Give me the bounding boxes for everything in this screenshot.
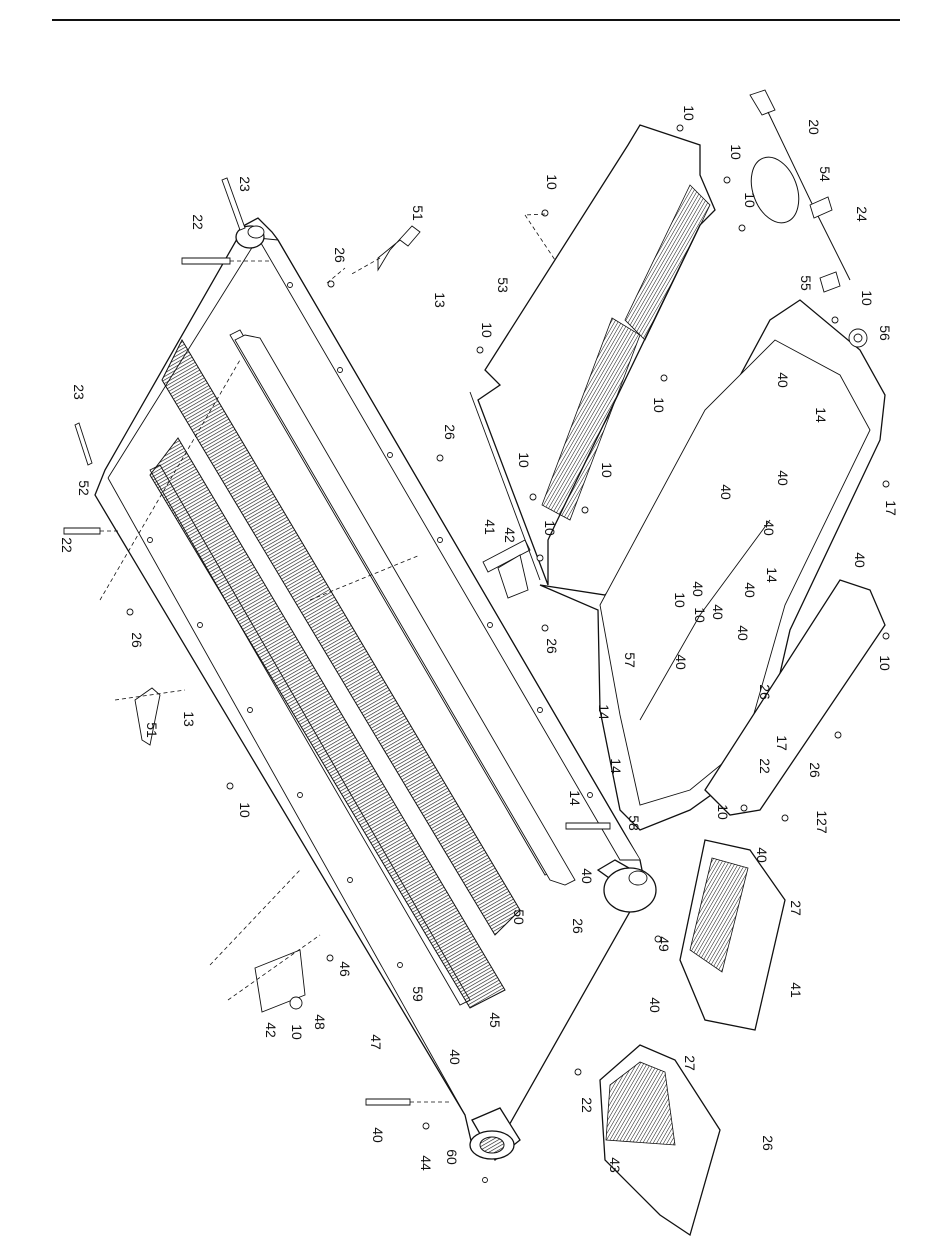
power-cord [743, 90, 850, 280]
callout-label: 10 [479, 322, 495, 338]
callout-label: 53 [495, 277, 511, 293]
callout-label: 57 [622, 652, 638, 668]
callout-label: 27 [788, 900, 804, 916]
callout-label: 52 [76, 480, 92, 496]
callout-label: 56 [877, 325, 893, 341]
callout-label: 40 [775, 470, 791, 486]
callout-label: 10 [692, 607, 708, 623]
callout-label: 10 [672, 592, 688, 608]
callout-label: 10 [681, 105, 697, 121]
callout-label: 26 [807, 762, 823, 778]
callout-label: 60 [444, 1149, 460, 1165]
callout-label: 10 [715, 804, 731, 820]
callout-label: 10 [237, 802, 253, 818]
callout-label: 14 [764, 567, 780, 583]
callout-label: 40 [742, 582, 758, 598]
callout-label: 17 [883, 500, 899, 516]
callout-label: 13 [432, 292, 448, 308]
callout-label: 22 [190, 214, 206, 230]
callout-label: 10 [516, 452, 532, 468]
callout-label: 27 [682, 1055, 698, 1071]
callout-label: 14 [813, 407, 829, 423]
callout-label: 43 [607, 1157, 623, 1173]
callout-label: 47 [368, 1034, 384, 1050]
callout-label: 40 [718, 484, 734, 500]
end-cap-right [680, 840, 785, 1030]
callout-label: 22 [579, 1097, 595, 1113]
callout-label: 40 [579, 868, 595, 884]
callout-label: 50 [511, 909, 527, 925]
callout-label: 40 [775, 372, 791, 388]
callout-label: 42 [263, 1022, 279, 1038]
callout-label: 10 [289, 1024, 305, 1040]
callout-label: 40 [761, 520, 777, 536]
callout-label: 10 [544, 174, 560, 190]
callout-label: 127 [814, 810, 830, 834]
callout-label: 13 [181, 711, 197, 727]
callout-label: 10 [651, 397, 667, 413]
callout-label: 59 [410, 986, 426, 1002]
callout-label: 40 [673, 654, 689, 670]
callout-label: 26 [570, 918, 586, 934]
callout-label: 26 [442, 424, 458, 440]
callout-label: 41 [482, 519, 498, 535]
end-cap-left [600, 1045, 720, 1235]
callout-label: 49 [656, 936, 672, 952]
callout-label: 22 [59, 537, 75, 553]
callout-label: 40 [370, 1127, 386, 1143]
callout-label: 41 [788, 982, 804, 998]
callout-label: 14 [596, 704, 612, 720]
callout-label: 54 [817, 166, 833, 182]
callout-label: 55 [798, 275, 814, 291]
callout-label: 40 [754, 847, 770, 863]
callout-label: 14 [608, 758, 624, 774]
callout-label: 40 [852, 552, 868, 568]
callout-label: 10 [599, 462, 615, 478]
callout-label: 51 [144, 722, 160, 738]
callout-label: 40 [690, 581, 706, 597]
callout-label: 24 [854, 206, 870, 222]
callout-label: 17 [774, 735, 790, 751]
callout-label: 23 [71, 384, 87, 400]
callout-label: 26 [760, 1135, 776, 1151]
callout-label: 40 [447, 1049, 463, 1065]
callout-label: 10 [742, 192, 758, 208]
callout-label: 26 [129, 632, 145, 648]
callout-label: 44 [418, 1155, 434, 1171]
callout-label: 26 [757, 684, 773, 700]
callout-label: 10 [542, 520, 558, 536]
callout-label: 26 [332, 247, 348, 263]
callout-label: 20 [806, 119, 822, 135]
callout-label: 22 [757, 758, 773, 774]
callout-label: 10 [859, 290, 875, 306]
callout-label: 23 [237, 176, 253, 192]
callout-label: 51 [410, 205, 426, 221]
callout-label: 45 [487, 1012, 503, 1028]
callout-label: 10 [877, 655, 893, 671]
callout-label: 14 [567, 790, 583, 806]
callout-label: 42 [502, 527, 518, 543]
callout-label: 40 [647, 997, 663, 1013]
callout-label: 10 [728, 144, 744, 160]
callout-label: 26 [544, 638, 560, 654]
callout-label: 46 [337, 961, 353, 977]
callout-label: 58 [626, 815, 642, 831]
callout-label: 48 [312, 1014, 328, 1030]
callout-label: 40 [710, 604, 726, 620]
callout-label: 40 [735, 625, 751, 641]
